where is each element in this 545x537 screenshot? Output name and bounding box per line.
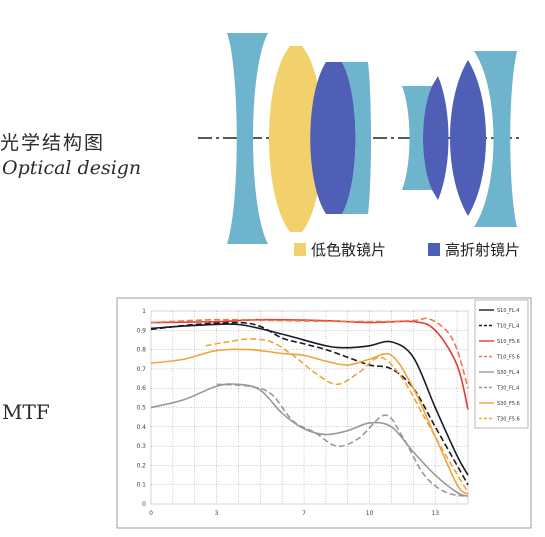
legend-label-t30-fl-4: T30_FL.4	[496, 385, 519, 391]
series-line-t10-f5-6	[150, 317, 469, 389]
series-line-t30-f5-6	[205, 338, 469, 493]
series-line-s10-f5-6	[150, 318, 469, 410]
mtf-title: MTF	[2, 400, 50, 424]
y-tick-label: 0.3	[136, 443, 146, 450]
y-tick-label: 0.8	[136, 347, 146, 354]
y-tick-label: 0	[142, 501, 146, 508]
legend-label-t30-f5-6: T30_F5.6	[496, 416, 520, 422]
y-tick-label: 0.7	[136, 366, 146, 373]
x-tick-label: 7	[302, 510, 306, 517]
lens-element-2	[269, 46, 323, 232]
y-tick-label: 0.9	[136, 327, 146, 334]
lens-element-7	[450, 60, 486, 216]
y-tick-label: 0.1	[136, 482, 146, 489]
y-tick-label: 0.2	[136, 462, 146, 469]
y-tick-label: 0.6	[136, 385, 146, 392]
lens-element-5	[402, 86, 432, 190]
optical-title-en: Optical design	[2, 157, 142, 179]
y-tick-label: 0.4	[136, 424, 146, 431]
series-line-t10-fl-4	[150, 321, 469, 486]
legend-swatch-low-dispersion	[294, 243, 306, 256]
y-tick-label: 0.5	[136, 405, 146, 412]
legend-label-s30-f5-6: S30_F5.6	[497, 401, 520, 407]
legend-label-s10-f5-6: S10_F5.6	[497, 339, 520, 345]
legend-label-high-refraction: 高折射镜片	[445, 241, 520, 259]
x-tick-label: 3	[215, 510, 219, 517]
lens-element-8	[474, 51, 517, 227]
x-tick-label: 0	[149, 510, 153, 517]
legend-label-t10-fl-4: T10_FL.4	[496, 323, 519, 329]
legend-label-t10-f5-6: T10_F5.6	[496, 354, 520, 360]
lens-element-4	[342, 62, 371, 214]
x-tick-label: 13	[431, 510, 439, 517]
optical-title-cn: 光学结构图	[0, 132, 106, 154]
legend-label-s10-fl-4: S10_FL.4	[497, 308, 519, 314]
lens-element-1	[227, 33, 268, 244]
lens-element-6	[423, 76, 449, 200]
series-line-s30-fl-4	[150, 383, 469, 498]
x-tick-label: 10	[366, 510, 374, 517]
series-line-s10-fl-4	[150, 323, 469, 476]
legend-swatch-high-refraction	[428, 243, 440, 256]
y-tick-label: 1	[142, 308, 146, 315]
series-line-t30-fl-4	[216, 383, 469, 498]
legend-label-s30-fl-4: S30_FL.4	[497, 370, 519, 376]
mtf-legend-box	[474, 299, 529, 429]
optical-legend: 低色散镜片 高折射镜片	[294, 241, 520, 259]
lens-element-3	[310, 62, 356, 214]
legend-label-low-dispersion: 低色散镜片	[311, 241, 386, 259]
